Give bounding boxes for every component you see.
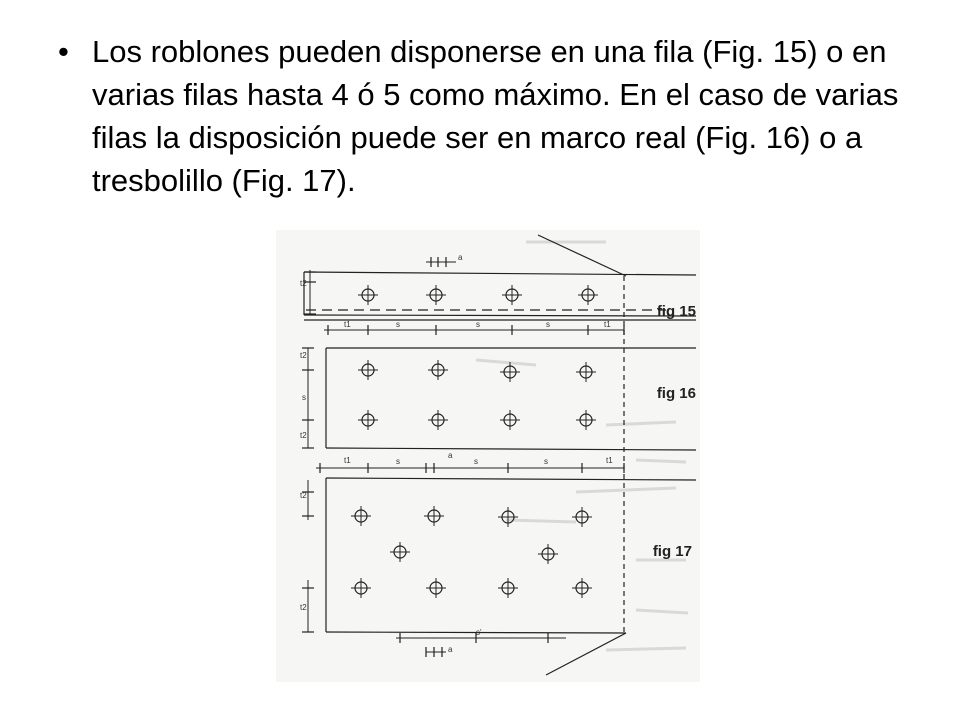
rivet [538, 544, 558, 564]
dim-s-fig17-1: s [396, 457, 400, 466]
scan-background [276, 230, 700, 682]
rivet [428, 360, 448, 380]
bullet-text: Los roblones pueden disponerse en una fi… [92, 34, 899, 198]
rivet [578, 285, 598, 305]
dim-s-fig16: s [302, 393, 306, 402]
scan-noise [475, 240, 689, 652]
dim-t1-fig17-left: t1 [344, 456, 351, 465]
rivet [572, 578, 592, 598]
rivet [576, 410, 596, 430]
rivet [426, 578, 446, 598]
dim-t2-fig16-bottom: t2 [300, 431, 307, 440]
rivet [428, 410, 448, 430]
fig17-label: fig 17 [653, 543, 692, 560]
rivets [351, 285, 598, 598]
dimension-labels: a t2 t1 s s s t1 t2 s t2 t1 s a s s t1 t… [300, 253, 613, 654]
rivet [426, 285, 446, 305]
fig17-plate [325, 477, 697, 676]
rivet [351, 506, 371, 526]
rivet [500, 410, 520, 430]
dim-t1-fig17-right: t1 [606, 456, 613, 465]
dim-s-fig17-2: s [474, 457, 478, 466]
dimension-ticks [302, 257, 625, 657]
dim-t1-fig15-right: t1 [604, 320, 611, 329]
dim-t2-fig17-top: t2 [300, 491, 307, 500]
bullet-list: • Los roblones pueden disponerse en una … [58, 30, 918, 202]
dim-s-fig17-3: s [544, 457, 548, 466]
fig16-label: fig 16 [657, 385, 696, 402]
dim-s-prime: s' [476, 628, 482, 637]
rivet [576, 362, 596, 382]
rivet [358, 360, 378, 380]
rivet [500, 362, 520, 382]
rivet [351, 578, 371, 598]
dim-t2-fig15: t2 [300, 279, 307, 288]
dim-t2-fig16-top: t2 [300, 351, 307, 360]
dim-s-fig15-3: s [546, 320, 550, 329]
dim-s-fig15-2: s [476, 320, 480, 329]
dim-a-bottom: a [448, 645, 453, 654]
rivet-diagram: a t2 t1 s s s t1 t2 s t2 t1 s a s s t1 t… [276, 230, 700, 682]
fig15-label: fig 15 [657, 303, 696, 320]
dim-s-fig15-1: s [396, 320, 400, 329]
rivet [358, 285, 378, 305]
rivet [390, 542, 410, 562]
dimension-columns [307, 270, 311, 632]
bullet-item: • Los roblones pueden disponerse en una … [58, 30, 918, 202]
rivet [498, 578, 518, 598]
bullet-marker: • [58, 34, 69, 69]
fig15-plates [303, 234, 697, 321]
rivet [502, 285, 522, 305]
rivet [424, 506, 444, 526]
rivet [572, 507, 592, 527]
rivet [498, 507, 518, 527]
rivet-arrangement-figure: a t2 t1 s s s t1 t2 s t2 t1 s a s s t1 t… [276, 230, 700, 682]
dim-t1-fig15-left: t1 [344, 320, 351, 329]
fig16-plate [325, 347, 697, 451]
dim-a-top: a [458, 253, 463, 262]
dim-t2-fig17-bottom: t2 [300, 603, 307, 612]
dim-a-fig17: a [448, 451, 453, 460]
rivet [358, 410, 378, 430]
